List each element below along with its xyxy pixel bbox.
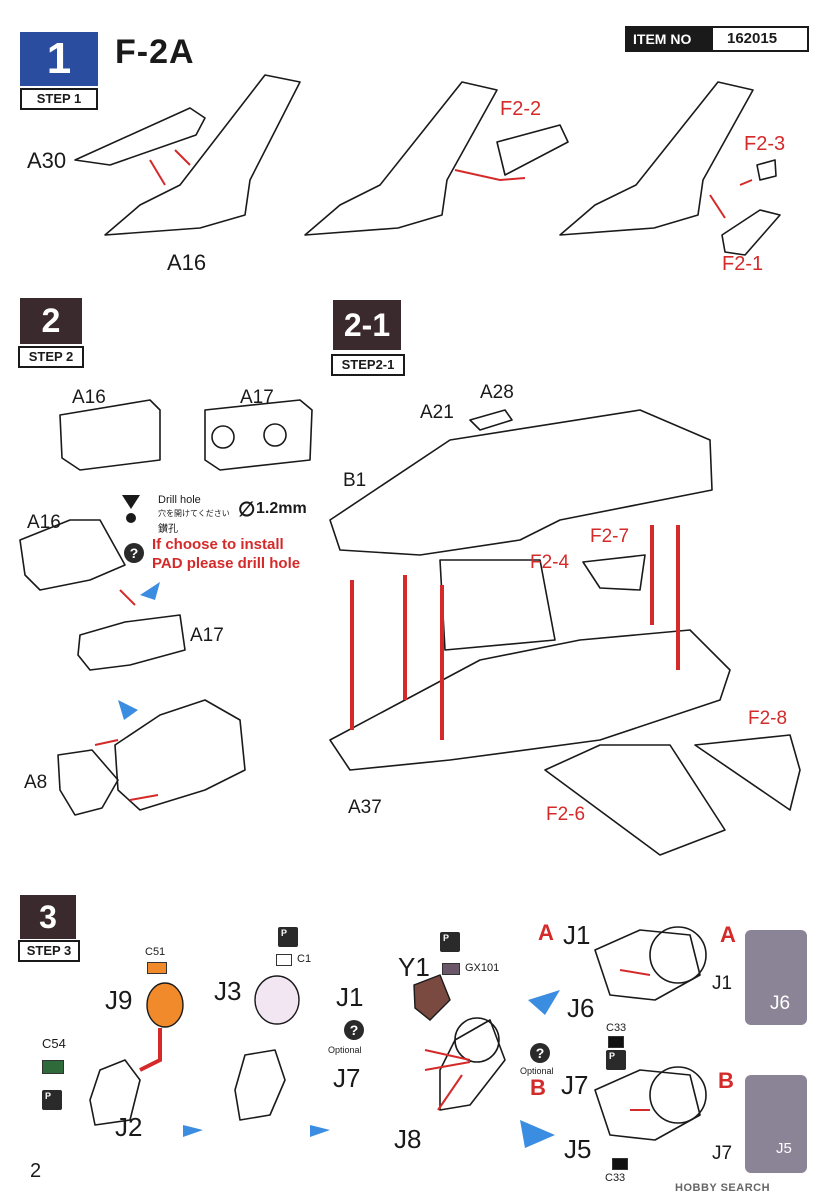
drill-hole-size: 1.2mm	[256, 500, 307, 517]
step21-number-box: 2-1	[333, 300, 401, 350]
drill-note-line1: If choose to install	[152, 536, 284, 553]
part-b-j7: J7	[561, 1070, 589, 1100]
paint-c1-code: C1	[297, 953, 312, 965]
part-j7: J7	[333, 1063, 361, 1093]
brush-paint-icon	[606, 1050, 626, 1070]
part-f2-4: F2-4	[530, 552, 570, 573]
step3-number-box: 3	[20, 895, 76, 939]
step1-number-box: 1	[20, 32, 98, 86]
question-icon: ?	[530, 1043, 550, 1063]
variant-a-label: A	[538, 920, 554, 945]
step21-label: STEP2-1	[331, 354, 405, 376]
part-f2-6: F2-6	[546, 804, 586, 825]
part-a28: A28	[480, 382, 514, 403]
variant-b-photo-label: B	[718, 1068, 734, 1093]
drill-hole-jp2: 鑚孔	[158, 524, 178, 535]
paint-c51-swatch	[147, 962, 167, 974]
step21-number: 2-1	[343, 307, 391, 343]
part-b1: B1	[343, 470, 367, 491]
part-a30: A30	[27, 148, 67, 173]
drill-hole-icon	[120, 495, 142, 527]
part-j2: J2	[115, 1112, 143, 1142]
variant-b-label: B	[530, 1075, 546, 1100]
paint-c33-code-a: C33	[606, 1022, 627, 1034]
part-j1: J1	[336, 982, 364, 1012]
part-a37: A37	[348, 797, 382, 818]
part-j8: J8	[394, 1124, 422, 1154]
paint-c51-code: C51	[145, 946, 166, 958]
paint-gx101-swatch	[442, 963, 460, 975]
part-a8: A8	[24, 772, 48, 793]
part-f2-7: F2-7	[590, 526, 630, 547]
brush-paint-icon	[278, 927, 298, 947]
part-j9: J9	[105, 985, 133, 1015]
paint-c33-swatch-a	[608, 1036, 624, 1048]
drill-hole-title: Drill hole	[158, 494, 201, 506]
part-a17-top: A17	[240, 387, 274, 408]
part-f2-3: F2-3	[744, 133, 786, 155]
item-number: 162015	[727, 30, 778, 47]
watermark: HOBBY SEARCH	[675, 1182, 771, 1194]
part-a21: A21	[420, 402, 454, 423]
paint-c33-swatch-b	[612, 1158, 628, 1170]
part-y1: Y1	[398, 952, 430, 982]
brush-paint-icon	[42, 1090, 62, 1110]
step2-label: STEP 2	[18, 346, 84, 368]
part-f2-8: F2-8	[748, 708, 788, 729]
part-a17-mid: A17	[190, 625, 224, 646]
paint-c33-code-b: C33	[605, 1172, 626, 1184]
step3-number: 3	[39, 899, 57, 935]
page-number: 2	[30, 1160, 42, 1182]
variant-a-photo-label: A	[720, 922, 736, 947]
step3-label: STEP 3	[18, 940, 80, 962]
part-a16-top: A16	[72, 387, 106, 408]
step1-number: 1	[46, 34, 72, 83]
part-f2-2: F2-2	[500, 98, 542, 120]
paint-c54-code: C54	[42, 1036, 66, 1051]
part-a-j1: J1	[563, 920, 591, 950]
step1-label: STEP 1	[20, 88, 98, 110]
part-a16-mid: A16	[27, 512, 61, 533]
photo-b-j7: J7	[712, 1143, 733, 1164]
brush-paint-icon	[440, 932, 460, 952]
photo-a-j6: J6	[770, 993, 791, 1014]
photo-a-j1: J1	[712, 973, 733, 994]
question-icon: ?	[124, 543, 144, 563]
optional-label: Optional	[328, 1045, 362, 1055]
part-b-j5: J5	[564, 1134, 592, 1164]
drill-hole-jp1: 穴を開けてください	[158, 509, 230, 518]
item-label: ITEM NO	[627, 28, 713, 50]
part-f2-1: F2-1	[722, 253, 764, 275]
step2-number-box: 2	[20, 298, 82, 344]
optional-label-2: Optional	[520, 1066, 554, 1076]
step2-number: 2	[41, 302, 61, 340]
reference-photo-a	[745, 930, 807, 1025]
item-number-box: ITEM NO 162015	[625, 26, 809, 52]
reference-photo-b	[745, 1075, 807, 1173]
page-title: F-2A	[115, 33, 195, 71]
part-a16-step1: A16	[167, 250, 207, 275]
part-a-j6: J6	[567, 993, 595, 1023]
paint-gx101-code: GX101	[465, 962, 500, 974]
part-j3: J3	[214, 976, 242, 1006]
drill-note-line2: PAD please drill hole	[152, 555, 301, 572]
paint-c1-swatch	[276, 954, 292, 966]
diameter-icon: ∅	[238, 499, 256, 521]
question-icon: ?	[344, 1020, 364, 1040]
paint-c54-swatch	[42, 1060, 64, 1074]
photo-b-j5: J5	[776, 1140, 792, 1157]
